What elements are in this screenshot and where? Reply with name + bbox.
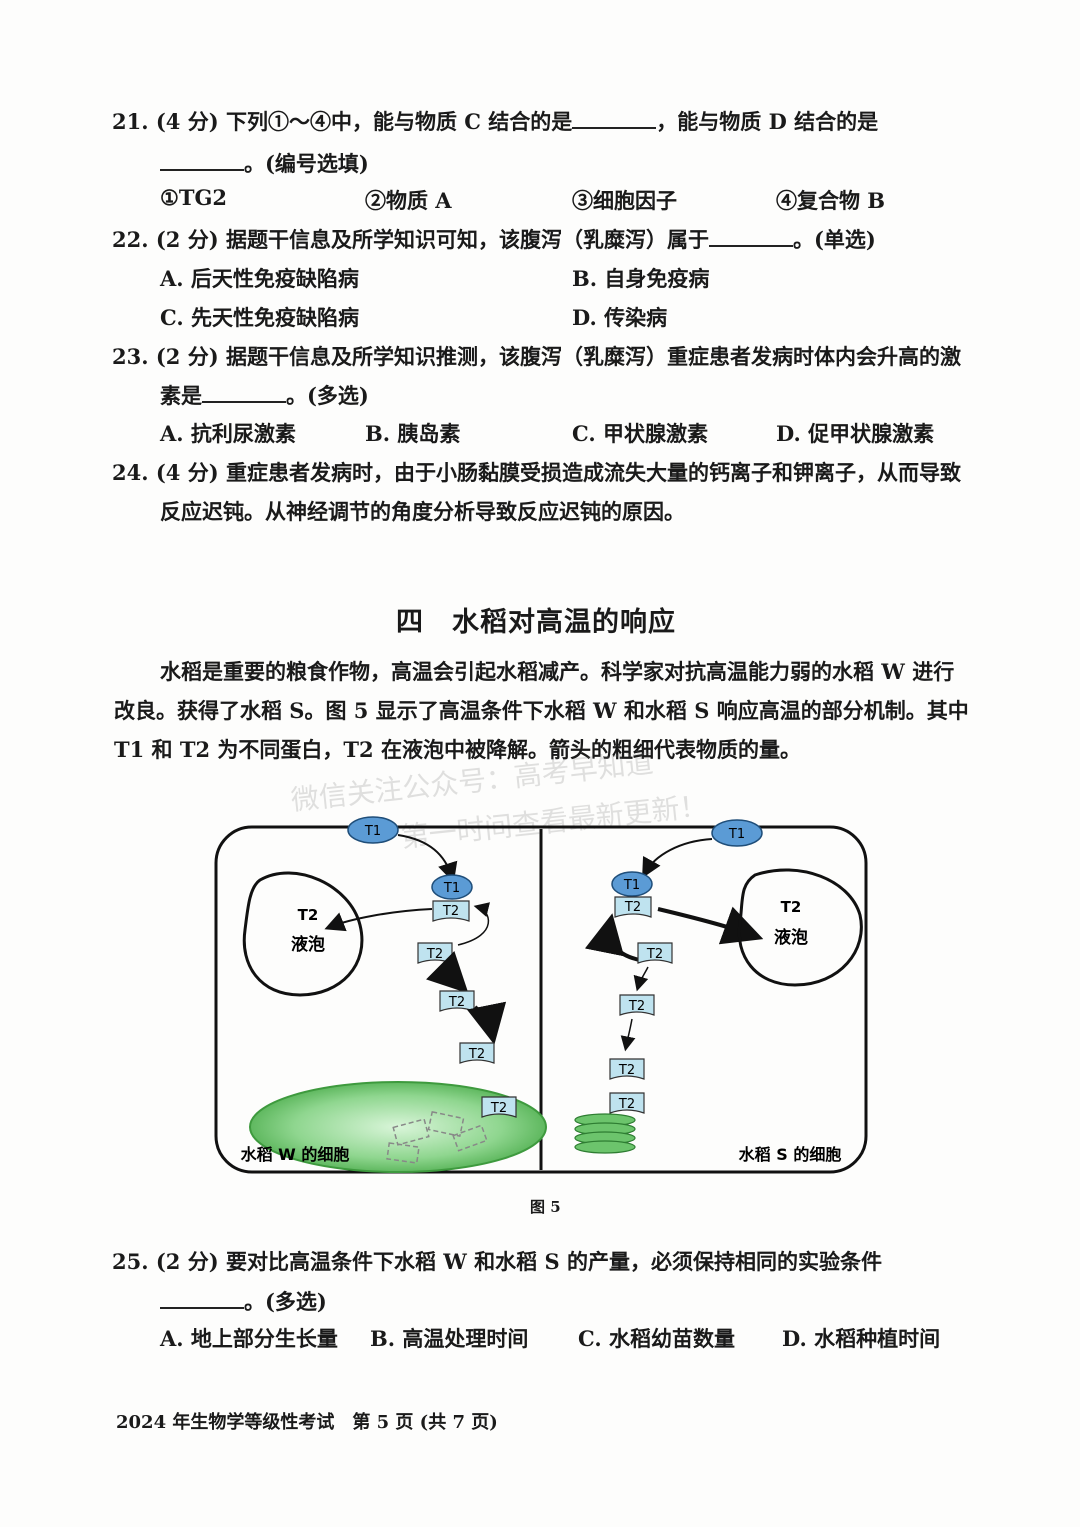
q21-option-2: ②物质 A bbox=[365, 188, 452, 213]
q22-option-d: D. 传染病 bbox=[572, 305, 668, 330]
label-vacuole-w: 液泡 bbox=[291, 934, 325, 955]
label-t2-s-1: T2 bbox=[646, 947, 663, 962]
q23-option-d: D. 促甲状腺激素 bbox=[776, 421, 935, 446]
q25-line2: 。(多选) bbox=[160, 1286, 327, 1316]
label-cell-s: 水稻 S 的细胞 bbox=[739, 1145, 842, 1164]
t1-complex-s bbox=[611, 871, 653, 897]
q25-option-a: A. 地上部分生长量 bbox=[160, 1326, 338, 1351]
q21-line1: 21. (4 分) 下列①～④中，能与物质 C 结合的是，能与物质 D 结合的是 bbox=[112, 109, 879, 134]
t2-s-3 bbox=[609, 1058, 645, 1080]
q23-line2: 素是。(多选) bbox=[160, 383, 369, 408]
section-title: 四 水稻对高温的响应 bbox=[396, 607, 676, 638]
cell-w bbox=[242, 816, 547, 1173]
label-t1-membrane-w: T1 bbox=[364, 824, 381, 839]
q25-option-d: D. 水稻种植时间 bbox=[782, 1326, 941, 1351]
q25-option-c: C. 水稻幼苗数量 bbox=[578, 1326, 735, 1351]
q21-blank-d[interactable] bbox=[160, 151, 244, 171]
label-t2-w-1: T2 bbox=[426, 947, 443, 962]
q25-line1: 25. (2 分) 要对比高温条件下水稻 W 和水稻 S 的产量，必须保持相同的… bbox=[112, 1249, 882, 1274]
label-t2-s-2: T2 bbox=[628, 999, 645, 1014]
q22-blank[interactable] bbox=[708, 227, 793, 247]
cell-s bbox=[574, 819, 863, 1154]
label-t2-w-4: T2 bbox=[490, 1101, 507, 1116]
figure-5-diagram: T2 液泡 T1 T1 T2 T2 T2 T2 T2 水稻 W 的细胞 T1 T… bbox=[214, 816, 868, 1174]
cell-wall-outline bbox=[214, 825, 868, 1174]
q22-option-b: B. 自身免疫病 bbox=[572, 266, 710, 291]
grana-stack bbox=[574, 1113, 636, 1154]
intro-line2: 改良。获得了水稻 S。图 5 显示了高温条件下水稻 W 和水稻 S 响应高温的部… bbox=[114, 698, 969, 723]
intro-line3: T1 和 T2 为不同蛋白，T2 在液泡中被降解。箭头的粗细代表物质的量。 bbox=[114, 737, 801, 762]
label-t2-complex-s: T2 bbox=[624, 900, 641, 915]
chloroplast-w bbox=[249, 1081, 547, 1173]
q25-blank[interactable] bbox=[160, 1289, 244, 1309]
q24-line2: 反应迟钝。从神经调节的角度分析导致反应迟钝的原因。 bbox=[160, 499, 685, 524]
q21-option-4: ④复合物 B bbox=[776, 188, 886, 213]
t1-membrane-s bbox=[711, 819, 763, 847]
page-footer: 2024 年生物学等级性考试 第 5 页 (共 7 页) bbox=[116, 1412, 498, 1433]
t2-complex-w bbox=[432, 900, 470, 922]
t1-membrane-w bbox=[347, 816, 399, 844]
vacuole-s bbox=[737, 868, 863, 987]
label-t2-w-3: T2 bbox=[468, 1047, 485, 1062]
q21-option-3: ③细胞因子 bbox=[572, 188, 677, 213]
t2-s-2 bbox=[619, 994, 655, 1016]
q22-option-c: C. 先天性免疫缺陷病 bbox=[160, 305, 359, 330]
q25-option-b: B. 高温处理时间 bbox=[370, 1326, 529, 1351]
t1-complex-w bbox=[431, 874, 473, 900]
vacuole-w bbox=[242, 871, 364, 997]
degraded-t2-w bbox=[386, 1110, 488, 1164]
q21-option-1: ①TG2 bbox=[160, 185, 227, 210]
label-t2-complex-w: T2 bbox=[442, 904, 459, 919]
label-t1-complex-w: T1 bbox=[443, 881, 460, 896]
q24-line1: 24. (4 分) 重症患者发病时，由于小肠黏膜受损造成流失大量的钙离子和钾离子… bbox=[112, 460, 961, 485]
label-t2-s-4: T2 bbox=[618, 1097, 635, 1112]
label-t1-complex-s: T1 bbox=[623, 878, 640, 893]
t2-s-4 bbox=[609, 1092, 645, 1114]
intro-line1: 水稻是重要的粮食作物，高温会引起水稻减产。科学家对抗高温能力弱的水稻 W 进行 bbox=[160, 659, 955, 684]
q21-blank-c[interactable] bbox=[572, 109, 657, 129]
q23-option-b: B. 胰岛素 bbox=[365, 421, 461, 446]
label-t2-s-3: T2 bbox=[618, 1063, 635, 1078]
q23-option-c: C. 甲状腺激素 bbox=[572, 421, 708, 446]
label-t2-vacuole-s: T2 bbox=[781, 898, 802, 916]
q23-blank[interactable] bbox=[202, 383, 286, 403]
label-t2-vacuole-w: T2 bbox=[298, 906, 319, 924]
label-t1-membrane-s: T1 bbox=[728, 827, 745, 842]
q22-stem: 22. (2 分) 据题干信息及所学知识可知，该腹泻（乳糜泻）属于。(单选) bbox=[112, 227, 876, 252]
q23-option-a: A. 抗利尿激素 bbox=[160, 421, 296, 446]
q22-option-a: A. 后天性免疫缺陷病 bbox=[160, 266, 359, 291]
label-t2-w-2: T2 bbox=[448, 995, 465, 1010]
label-cell-w: 水稻 W 的细胞 bbox=[241, 1145, 350, 1164]
q23-line1: 23. (2 分) 据题干信息及所学知识推测，该腹泻（乳糜泻）重症患者发病时体内… bbox=[112, 344, 961, 369]
q21-line2: 。(编号选填) bbox=[160, 148, 369, 178]
t2-s-1 bbox=[637, 942, 673, 964]
figure-caption: 图 5 bbox=[530, 1198, 561, 1216]
label-vacuole-s: 液泡 bbox=[774, 927, 808, 948]
t2-w-3 bbox=[459, 1042, 495, 1064]
t2-w-4 bbox=[481, 1096, 517, 1118]
